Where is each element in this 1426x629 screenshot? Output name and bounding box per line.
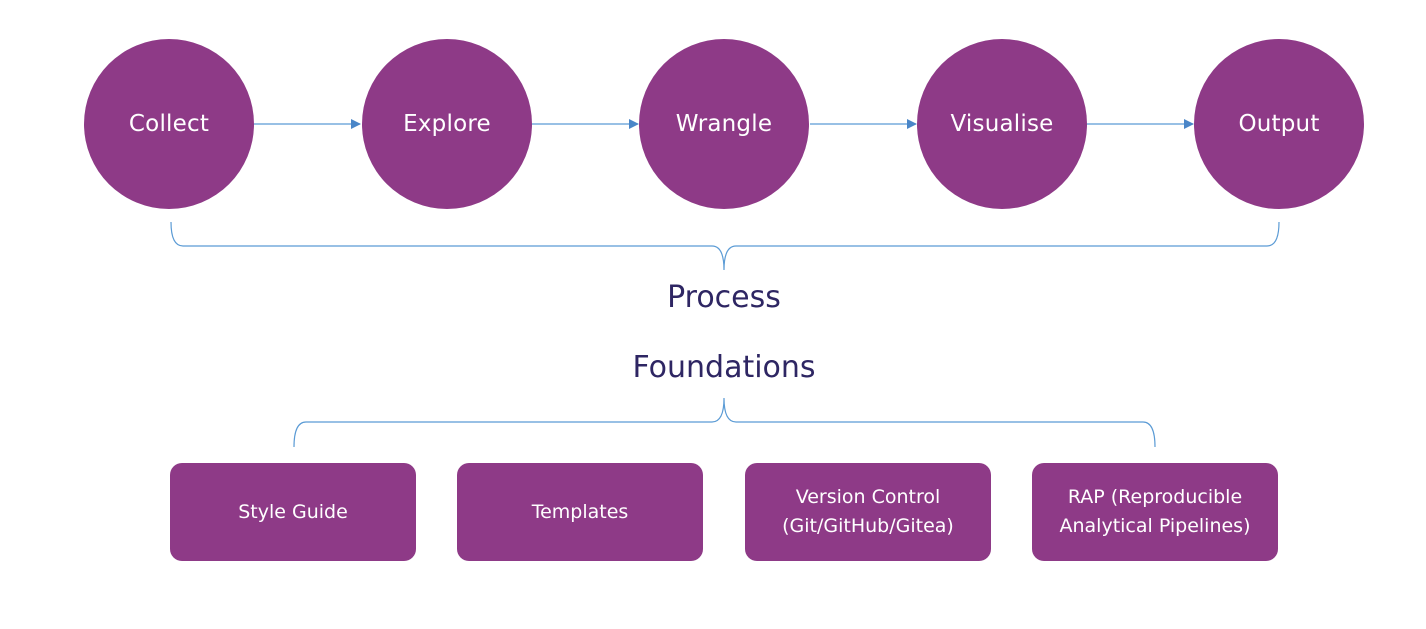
process-label: Process bbox=[667, 280, 781, 315]
foundations-brace bbox=[293, 397, 1156, 448]
process-step-visualise: Visualise bbox=[917, 39, 1087, 209]
process-step-output: Output bbox=[1194, 39, 1364, 209]
process-step-explore: Explore bbox=[362, 39, 532, 209]
foundation-templates: Templates bbox=[457, 463, 703, 561]
process-step-collect: Collect bbox=[84, 39, 254, 209]
foundation-style-guide: Style Guide bbox=[170, 463, 416, 561]
process-step-wrangle: Wrangle bbox=[639, 39, 809, 209]
foundation-rap: RAP (Reproducible Analytical Pipelines) bbox=[1032, 463, 1278, 561]
foundations-label: Foundations bbox=[632, 350, 816, 385]
process-brace bbox=[170, 221, 1280, 271]
foundation-version-control: Version Control (Git/GitHub/Gitea) bbox=[745, 463, 991, 561]
